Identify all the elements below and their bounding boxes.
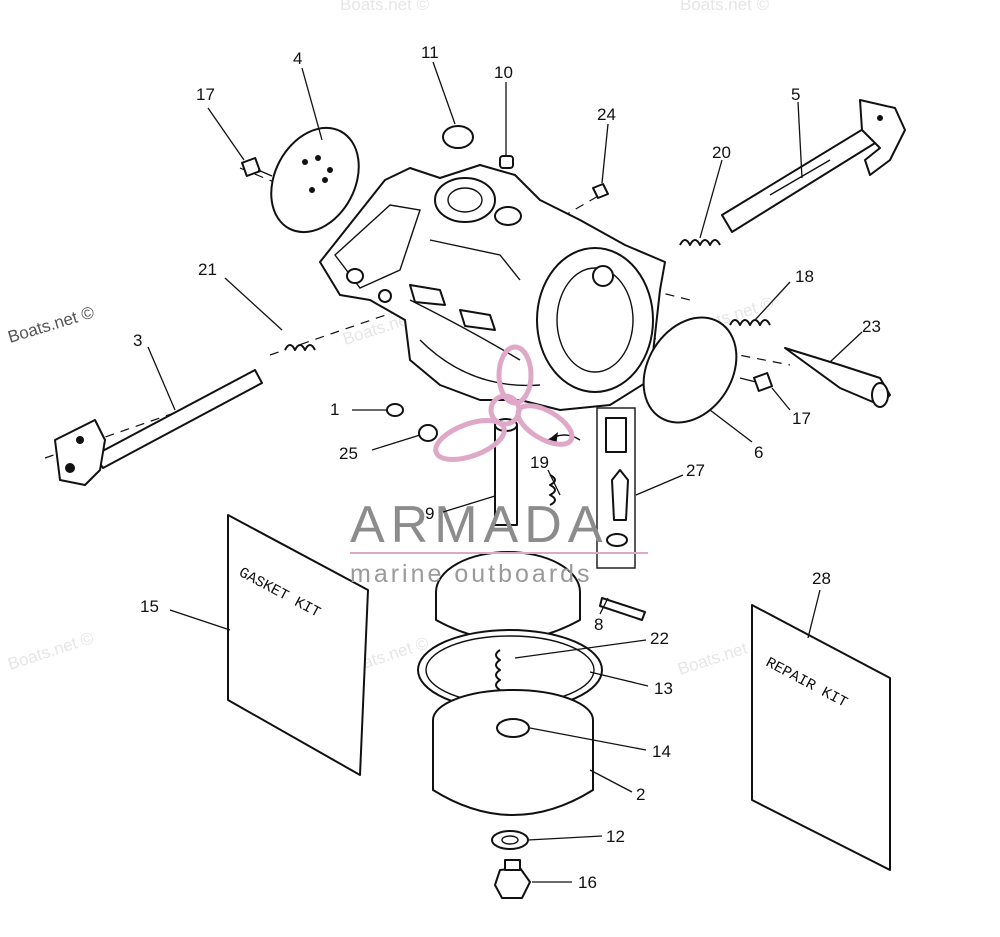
- callout-16: 16: [578, 873, 597, 892]
- gasket-kit-card: GASKET KIT: [227, 514, 369, 776]
- clip: [386, 403, 404, 417]
- callout-15: 15: [140, 597, 159, 616]
- throttle-plate: [642, 316, 738, 424]
- float-pin: [599, 597, 646, 621]
- float: [435, 551, 581, 641]
- callout-24: 24: [597, 105, 616, 124]
- logo-propeller-icon: [433, 344, 575, 462]
- callout-13: 13: [654, 679, 673, 698]
- callout-1: 1: [330, 400, 339, 419]
- leader-lines: [147, 61, 863, 883]
- callout-4: 4: [293, 49, 302, 68]
- logo-name: ARMADA: [350, 496, 608, 554]
- choke-shaft: [54, 369, 263, 486]
- callout-25: 25: [339, 444, 358, 463]
- callout-3: 3: [133, 331, 142, 350]
- callout-9: 9: [425, 504, 434, 523]
- spring: [679, 239, 721, 246]
- watermark-faint: Boats.net ©: [5, 628, 96, 674]
- callout-20: 20: [712, 143, 731, 162]
- callout-5: 5: [791, 85, 800, 104]
- callout-21: 21: [198, 260, 217, 279]
- armada-logo: ARMADA marine outboards: [350, 344, 648, 588]
- callout-11: 11: [421, 43, 439, 62]
- needle-seat-box: [596, 407, 636, 569]
- centerline: [547, 194, 601, 226]
- washer: [491, 830, 529, 850]
- float-bowl: [432, 689, 594, 816]
- mixture-screw: [784, 347, 891, 408]
- carburetor-body: [319, 164, 666, 411]
- watermark-boats-net: Boats.net ©: [6, 302, 97, 346]
- callout-28: 28: [812, 569, 831, 588]
- welch-plug: [442, 125, 474, 149]
- callout-19: 19: [530, 453, 549, 472]
- choke-plate: [270, 126, 360, 234]
- spring: [495, 649, 501, 691]
- throttle-shaft: [721, 99, 906, 233]
- callout-18: 18: [795, 267, 814, 286]
- spring: [729, 319, 771, 326]
- callout-27: 27: [686, 461, 705, 480]
- callout-23: 23: [862, 317, 881, 336]
- small-screw: [592, 183, 609, 199]
- repair-kit-card: REPAIR KIT: [751, 604, 891, 871]
- watermark-faint: Boats.net ©: [680, 0, 770, 14]
- callout-14: 14: [652, 742, 671, 761]
- logo-tagline: marine outboards: [350, 560, 593, 588]
- callout-12: 12: [606, 827, 625, 846]
- callout-6: 6: [754, 443, 763, 462]
- screw: [739, 372, 773, 392]
- callout-17: 17: [196, 85, 215, 104]
- callout-10: 10: [494, 63, 513, 82]
- seal: [418, 424, 438, 442]
- callout-2: 2: [636, 785, 645, 804]
- screw: [241, 157, 273, 177]
- plug: [499, 155, 514, 169]
- bowl-nut: [494, 859, 531, 899]
- callout-8: 8: [594, 615, 603, 634]
- callout-22: 22: [650, 629, 669, 648]
- watermark-faint: Boats.net ©: [340, 0, 430, 14]
- callout-labels: 17 4 11 10 24 5 20 21 3 18 23 17 6 1 25 …: [133, 43, 881, 892]
- callout-17-right: 17: [792, 409, 811, 428]
- spring: [284, 344, 316, 351]
